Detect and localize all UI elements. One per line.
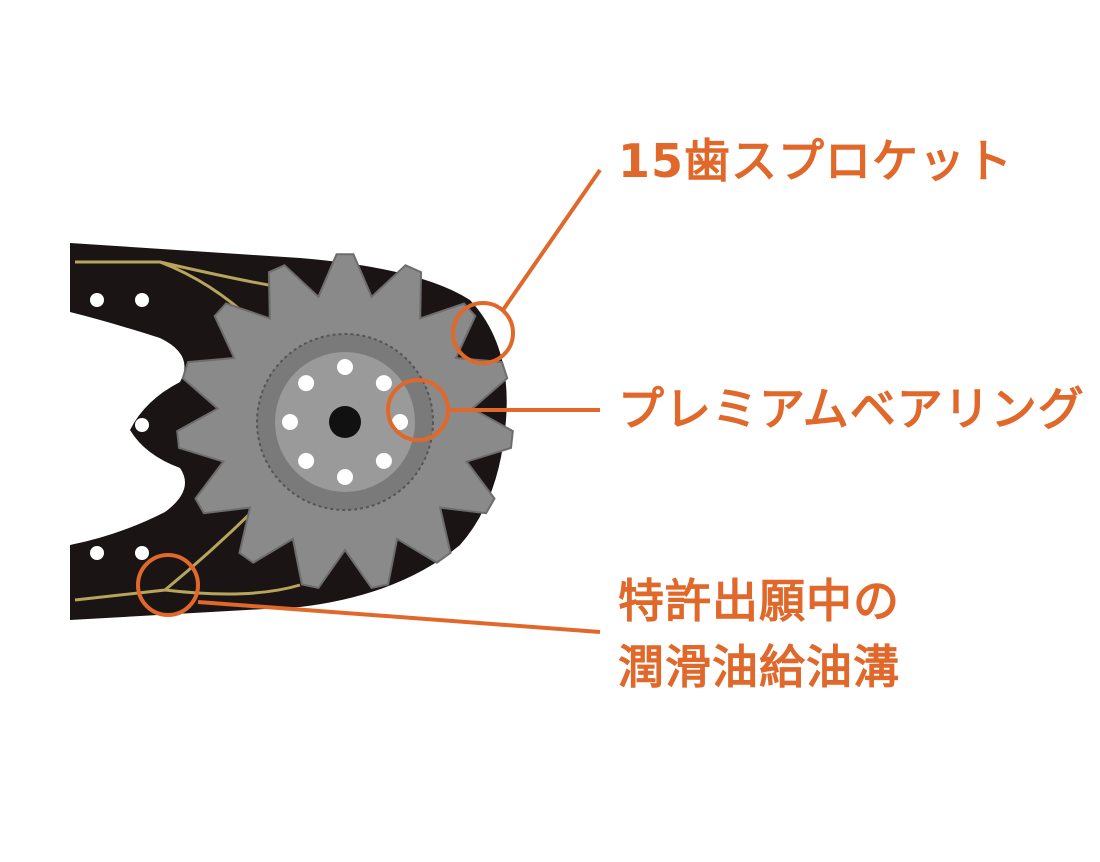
callout-line-sprocket xyxy=(501,168,602,312)
bearing-hole xyxy=(337,359,353,375)
oil-groove-bottom-2 xyxy=(164,583,301,596)
callout-circle-groove xyxy=(136,553,200,617)
label-groove-line2: 潤滑油給油溝 xyxy=(618,640,900,694)
bearing-hole xyxy=(298,452,315,469)
bearing-hole xyxy=(392,414,408,430)
bearing-hole xyxy=(375,375,392,392)
label-bearing: プレミアムベアリング xyxy=(618,382,1085,436)
callout-circle-sprocket xyxy=(451,301,515,365)
rivet-hole xyxy=(135,293,149,307)
rivet-hole xyxy=(135,418,149,432)
bearing-hole xyxy=(282,414,298,430)
bearing-hole xyxy=(298,375,315,392)
rivet-hole xyxy=(90,293,104,307)
bearing-hole xyxy=(375,452,392,469)
rivet-hole xyxy=(90,546,104,560)
rivet-hole xyxy=(135,546,149,560)
center-hole xyxy=(329,406,361,438)
bar-rivet-holes xyxy=(90,293,149,560)
bearing-holes xyxy=(282,359,408,485)
callout-line-groove xyxy=(197,600,601,634)
label-sprocket: 15歯スプロケット xyxy=(618,134,1014,188)
bearing-hole xyxy=(337,469,353,485)
label-groove-line1: 特許出願中の xyxy=(618,574,900,628)
